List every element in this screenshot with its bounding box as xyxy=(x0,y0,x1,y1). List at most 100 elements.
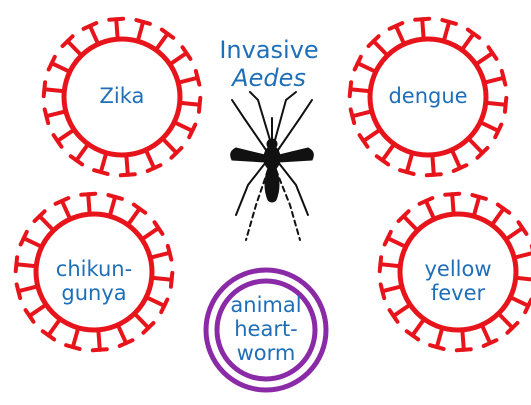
virus-spike-cap xyxy=(380,257,381,271)
virus-spike-cap xyxy=(420,198,433,204)
virus-spike-cap xyxy=(44,82,45,96)
virus-spike xyxy=(396,26,404,44)
virus-spike xyxy=(134,314,148,328)
virus-spike xyxy=(162,139,176,153)
dengue-label: dengue xyxy=(368,85,488,107)
virus-spike xyxy=(480,122,498,131)
virus-spike-cap xyxy=(21,232,27,245)
virus-spike xyxy=(146,150,154,168)
virus-spike-cap xyxy=(430,345,443,349)
virus-spike-cap xyxy=(84,23,97,29)
virus-spike-cap xyxy=(56,198,69,204)
virus-spike-cap xyxy=(525,300,531,313)
virus-spike-cap xyxy=(108,195,121,199)
virus-spike xyxy=(118,325,126,343)
virus-spike xyxy=(468,139,482,153)
virus-spike xyxy=(170,53,187,64)
virus-spike xyxy=(498,314,512,328)
virus-spike xyxy=(178,78,197,83)
chikungunya-label-line-2: gunya xyxy=(34,282,154,304)
virus-spike-cap xyxy=(109,19,123,20)
virus-spike xyxy=(156,34,168,50)
virus-spike-cap xyxy=(445,194,459,195)
virus-spike-cap xyxy=(390,23,403,29)
virus-spike xyxy=(482,325,490,343)
virus-spike xyxy=(358,63,376,72)
virus-spike-cap xyxy=(81,194,95,195)
virus-spike xyxy=(24,238,42,247)
virus-spike-cap xyxy=(148,165,161,171)
heartworm-label-line-2: heart- xyxy=(206,318,326,340)
virus-spike xyxy=(174,122,192,131)
virus-spike xyxy=(98,330,99,350)
virus-spike-cap xyxy=(427,174,441,175)
title-line-1: Invasive xyxy=(204,38,334,63)
virus-spike-cap xyxy=(66,345,79,349)
virus-spike-cap xyxy=(45,109,48,123)
virus-spike xyxy=(138,22,143,41)
virus-spike xyxy=(486,103,506,105)
virus-spike xyxy=(40,216,54,230)
virus-spike-cap xyxy=(484,340,497,346)
virus-spike-cap xyxy=(168,246,171,260)
virus-spike xyxy=(110,197,115,216)
virus-spike-cap xyxy=(457,349,471,350)
virus-spike-cap xyxy=(16,257,17,271)
virus-spike xyxy=(382,144,394,160)
virus-spike-cap xyxy=(49,57,55,70)
virus-spike xyxy=(426,201,434,219)
virus-spike xyxy=(73,328,78,347)
virus-spike-cap xyxy=(355,57,361,70)
virus-spike xyxy=(46,111,65,116)
virus-spike xyxy=(48,319,60,335)
virus-spike xyxy=(452,150,460,168)
virus-spike xyxy=(484,78,503,83)
virus-spike xyxy=(432,155,433,175)
virus-spike xyxy=(68,41,82,55)
virus-spike-cap xyxy=(351,109,354,123)
virus-spike xyxy=(444,22,449,41)
virus-spike-cap xyxy=(415,19,429,20)
virus-spike xyxy=(152,278,172,280)
zika-label: Zika xyxy=(62,85,182,107)
mosquito-icon xyxy=(231,92,314,240)
heartworm-label-line-1: animal xyxy=(206,294,326,316)
chikungunya-label-line-1: chikun- xyxy=(34,258,154,280)
virus-spike-cap xyxy=(495,125,501,138)
yellow-fever-label-line-1: yellow xyxy=(398,258,518,280)
virus-spike xyxy=(128,209,140,225)
virus-spike-cap xyxy=(472,195,485,199)
virus-spike xyxy=(412,319,424,335)
virus-spike xyxy=(150,253,169,258)
virus-spike xyxy=(88,194,89,214)
virus-spike xyxy=(452,194,453,214)
virus-spike-cap xyxy=(161,300,167,313)
virus-spike xyxy=(180,103,200,105)
heartworm-label-line-3: worm xyxy=(206,342,326,364)
virus-spike xyxy=(374,41,388,55)
virus-spike xyxy=(90,26,98,44)
virus-spike xyxy=(514,253,531,258)
virus-spike xyxy=(516,278,531,280)
virus-spike-cap xyxy=(442,20,455,24)
virus-spike-cap xyxy=(350,82,351,96)
virus-spike xyxy=(462,34,474,50)
virus-spike xyxy=(52,63,70,72)
virus-spike xyxy=(506,228,523,239)
virus-spike xyxy=(116,19,117,39)
virus-spike xyxy=(126,155,127,175)
virus-spike-cap xyxy=(121,174,135,175)
virus-spike xyxy=(352,111,371,116)
virus-spike xyxy=(476,53,493,64)
virus-spike xyxy=(407,153,412,172)
virus-spike-cap xyxy=(93,349,107,350)
virus-spike xyxy=(394,305,411,316)
virus-spike xyxy=(388,238,406,247)
yellow-fever-label-line-2: fever xyxy=(398,282,518,304)
virus-spike-cap xyxy=(189,125,195,138)
virus-spike xyxy=(58,130,75,141)
virus-spike-cap xyxy=(199,98,200,112)
virus-spike-cap xyxy=(120,340,133,346)
virus-spike xyxy=(492,209,504,225)
virus-spike xyxy=(474,197,479,216)
